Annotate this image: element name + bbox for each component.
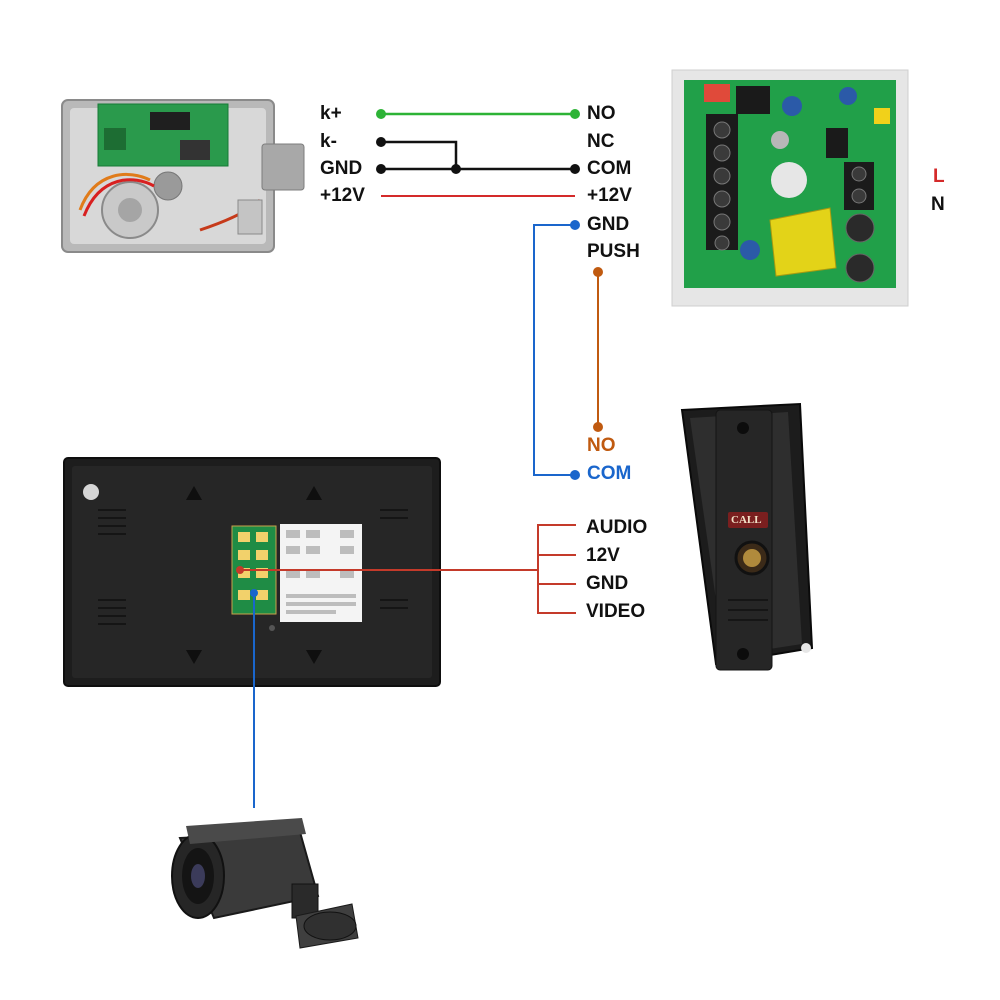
psu-pin-12v: +12V [587,185,632,206]
wire-outdoor-bracket [236,524,576,614]
exit-pin-no: NO [587,435,616,456]
psu-pin-gnd: GND [587,214,630,235]
wire-green [376,109,580,119]
exit-pin-com: COM [587,463,632,484]
outdoor-pin-video: VIDEO [586,601,646,622]
wire-camera [250,589,258,808]
outdoor-pin-audio: AUDIO [586,517,648,538]
mains-neutral: N [931,194,945,215]
outdoor-pin-gnd: GND [586,573,629,594]
wire-black [376,137,580,174]
wire-blue [533,220,580,480]
psu-pin-push: PUSH [587,241,640,262]
psu-pin-nc: NC [587,131,615,152]
cctv-camera-image [171,818,359,949]
outdoor-unit-image [680,402,814,671]
call-button-label: CALL [731,514,762,526]
wire-brown [593,267,603,432]
electric-lock-image [61,99,305,253]
lock-pin-k-plus: k+ [320,103,342,124]
psu-pin-no: NO [587,103,616,124]
lock-pin-k-minus: k- [320,131,337,152]
power-supply-image [671,69,909,307]
lock-pin-12v: +12V [320,185,365,206]
indoor-monitor-image [63,457,441,687]
psu-pin-com: COM [587,158,632,179]
lock-pin-gnd: GND [320,158,363,179]
mains-live: L [933,166,945,187]
outdoor-pin-12v: 12V [586,545,620,566]
